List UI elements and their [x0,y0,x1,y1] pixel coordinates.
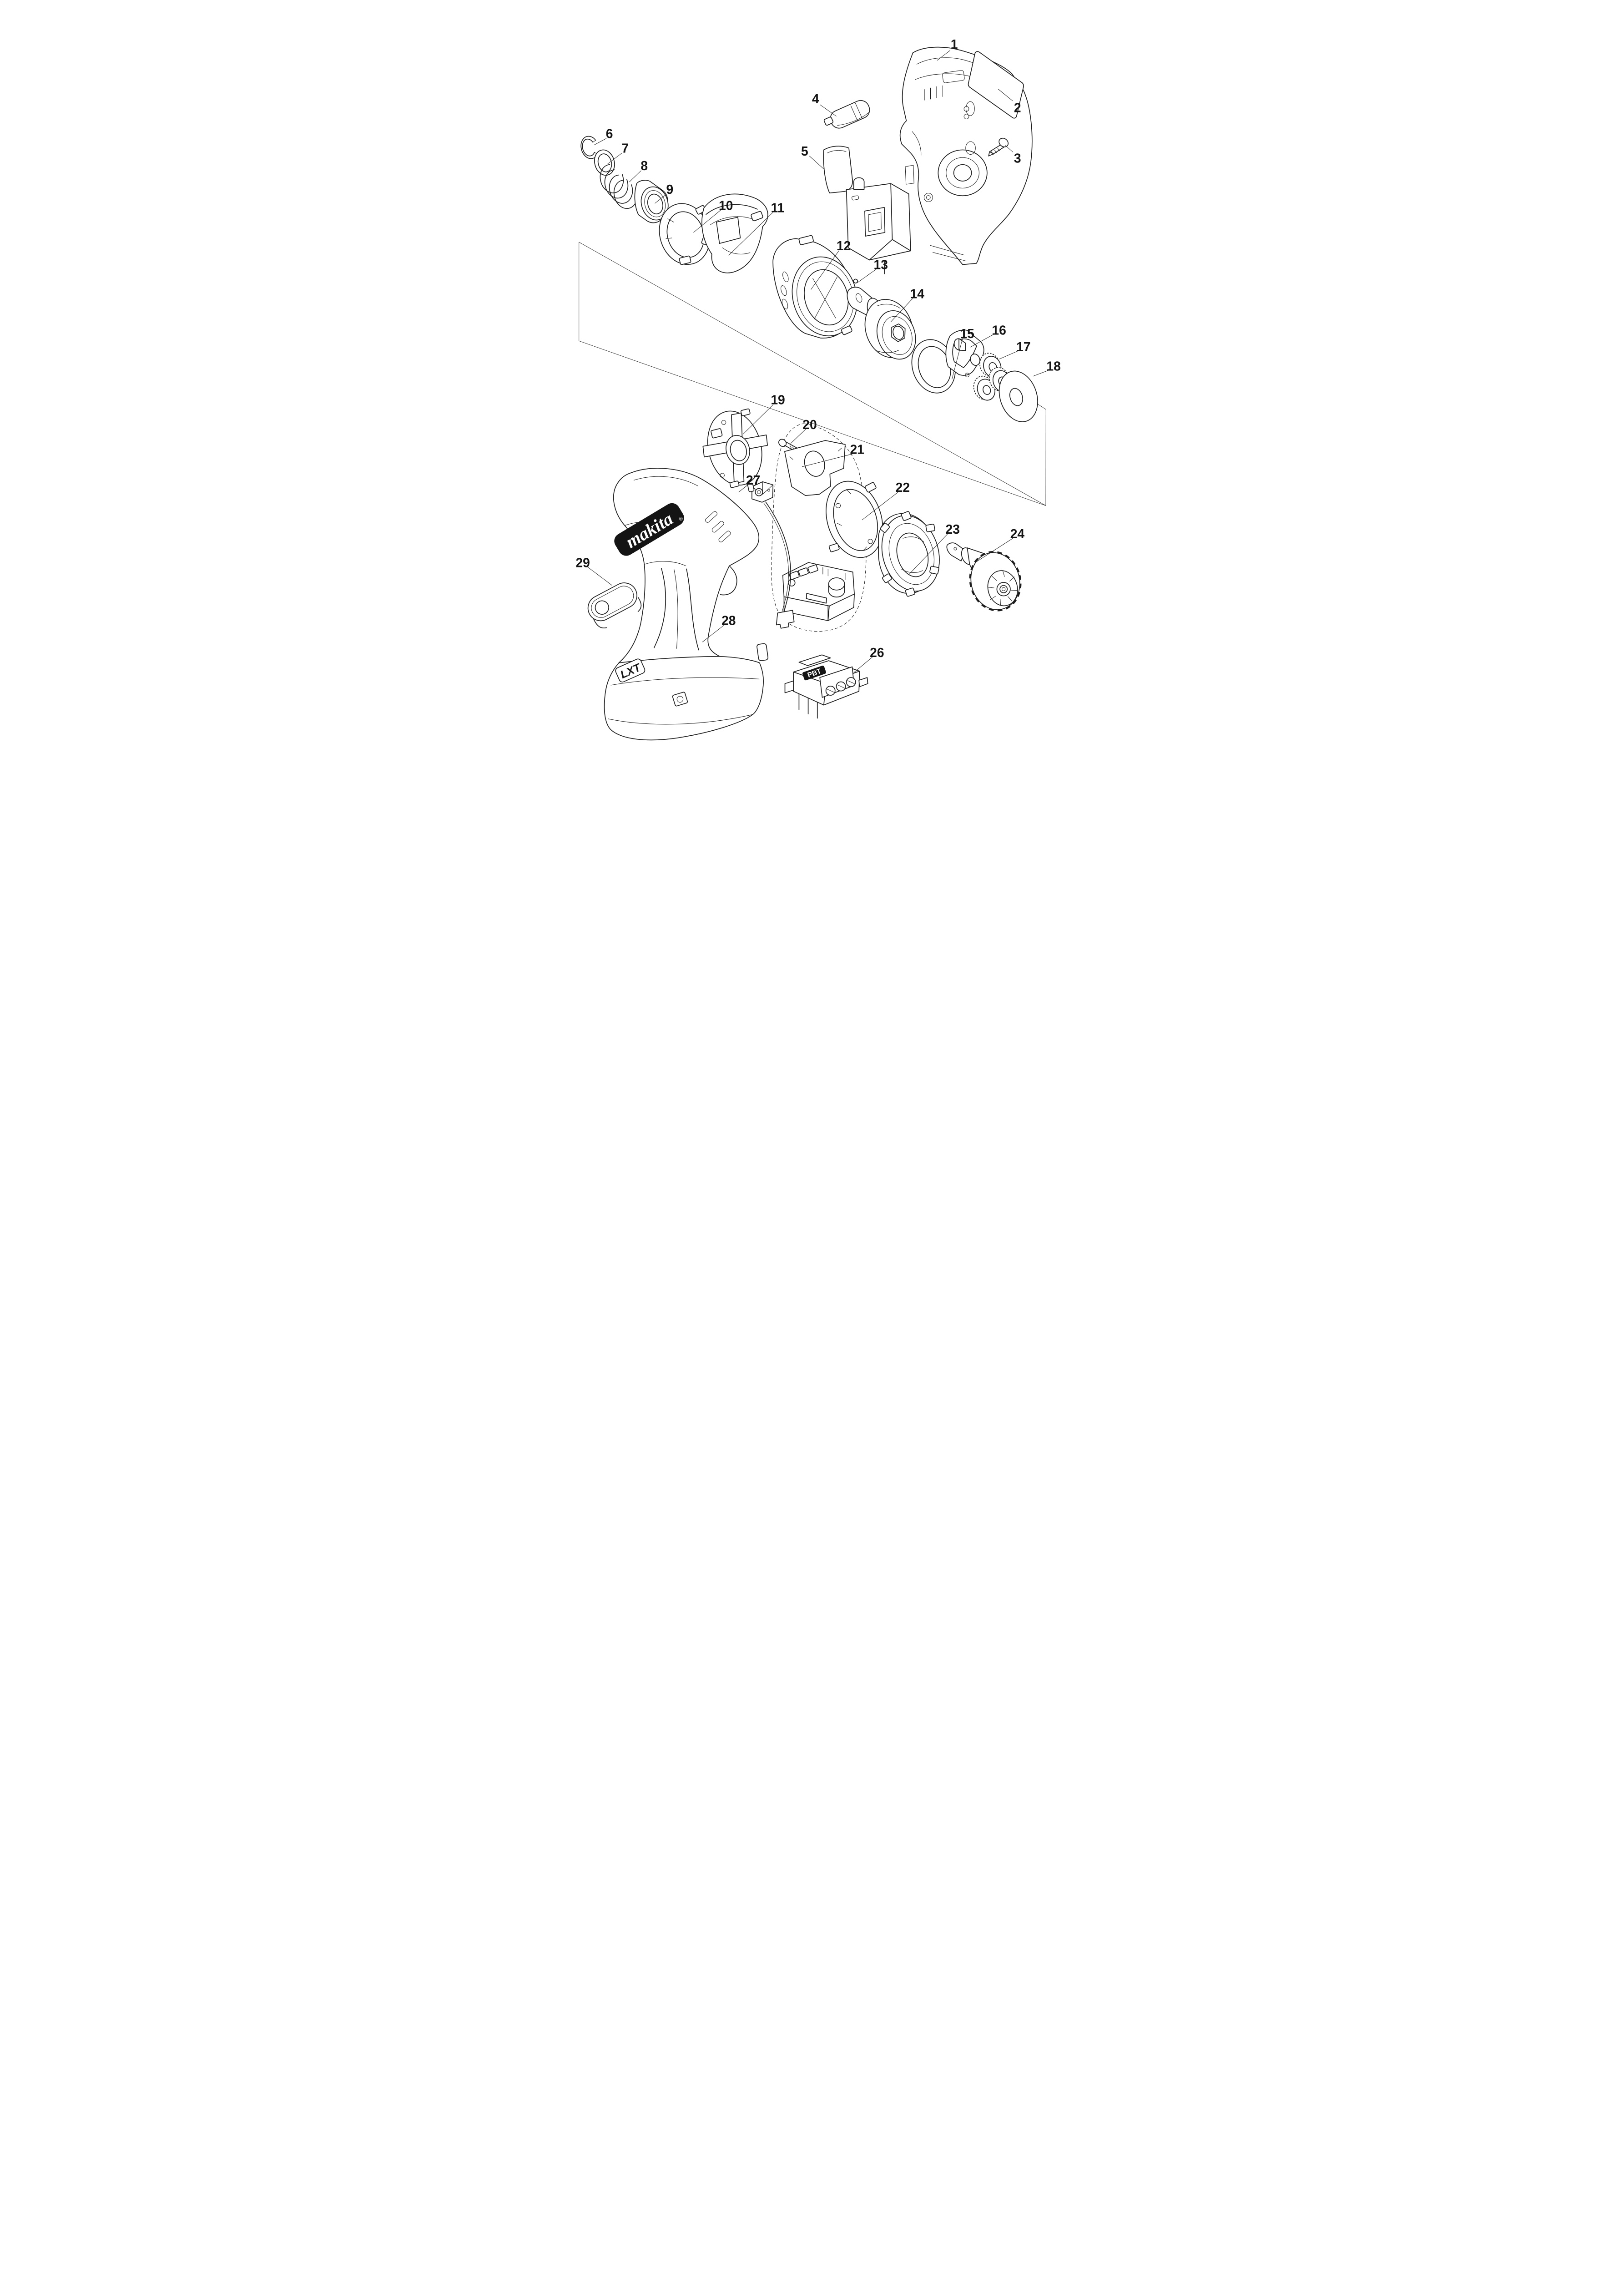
callout-26: 26 [870,645,884,660]
callout-17: 17 [1016,339,1030,354]
led-circuit [747,481,795,629]
diagram-page: PBT makita ® [539,0,1085,773]
callout-14: 14 [910,286,925,301]
callout-9: 9 [666,182,674,197]
housing-set: makita ® LXT [604,468,769,741]
callout-3: 3 [1014,151,1021,165]
callout-22: 22 [896,480,910,495]
hammer-case-cover [701,193,768,273]
callout-1: 1 [951,37,958,51]
stator [878,511,940,597]
steel-ball [853,278,858,284]
controller-module [782,562,855,621]
callout-13: 13 [874,258,888,272]
planet-gears [973,353,1011,401]
callout-29: 29 [575,555,590,570]
anvil-assembly [847,287,916,360]
callout-8: 8 [641,158,648,173]
stator-ring [826,480,883,558]
flat-ring [594,149,615,176]
callout-11: 11 [771,201,784,215]
callout-19: 19 [771,392,785,407]
callout-21: 21 [850,442,864,457]
callout-18: 18 [1046,359,1060,373]
callout-2: 2 [1014,100,1021,115]
compression-spring [600,164,638,209]
switch-assembly [823,146,911,274]
disc-washer [999,370,1038,422]
callout-28: 28 [721,613,736,627]
bearing-retainer [702,408,768,488]
controller-assembly [782,440,855,621]
reverse-button [823,100,870,129]
callout-16: 16 [992,323,1006,337]
exploded-parts-diagram: PBT makita ® [539,0,1085,773]
callout-10: 10 [719,198,733,213]
spindle-plate [945,329,984,378]
rotor [946,542,1022,612]
callout-12: 12 [837,238,851,253]
callout-20: 20 [802,417,817,432]
switch-cap [587,582,642,629]
callout-7: 7 [621,141,629,155]
callout-6: 6 [606,126,613,141]
insulation-plate [784,440,846,496]
callout-4: 4 [812,91,819,106]
callout-15: 15 [960,326,974,341]
callout-27: 27 [746,473,760,487]
snap-ring [580,136,598,159]
bushing-sleeve [634,180,669,223]
callout-24: 24 [1010,526,1025,541]
callout-numbers: 1 2 3 4 5 6 7 8 9 10 11 12 13 14 15 16 1… [575,37,1060,660]
terminal-block: PBT [784,654,868,719]
controller-subassembly-outline [771,423,867,632]
callout-5: 5 [801,144,808,158]
tapping-screw [988,137,1009,157]
callout-23: 23 [946,522,960,536]
name-plate [968,51,1024,119]
hammer-case [772,235,858,339]
leader-lines [587,50,1049,673]
